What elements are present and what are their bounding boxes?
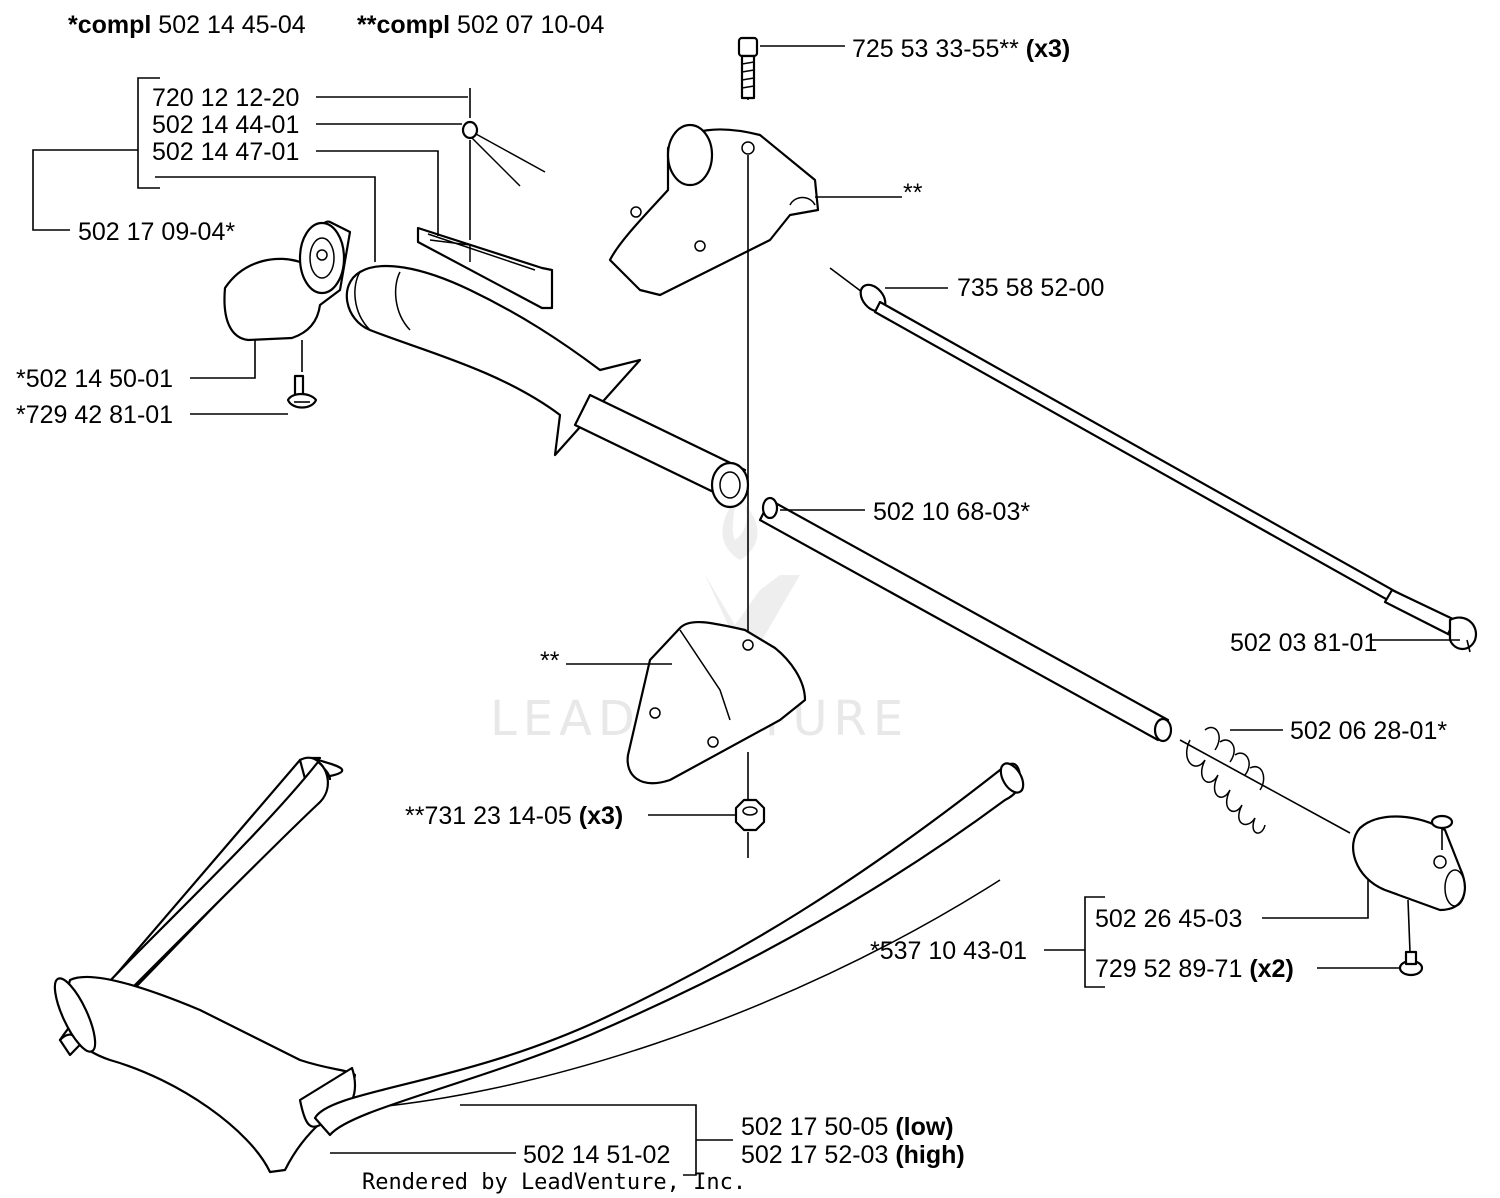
shaft-tube bbox=[758, 496, 1351, 834]
throttle-lock-parts bbox=[416, 88, 554, 310]
label-731-23-14-05[interactable]: **731 23 14-05 (x3) bbox=[405, 802, 623, 830]
label-top-clamp[interactable]: ** bbox=[903, 179, 923, 207]
handle-grip bbox=[345, 264, 750, 509]
spring bbox=[1185, 726, 1266, 834]
loop-handle bbox=[53, 756, 1025, 1174]
throttle-trigger bbox=[223, 220, 352, 409]
footer-credit: Rendered by LeadVenture, Inc. bbox=[362, 1170, 746, 1195]
compl-assembly-2: **compl 502 07 10-04 bbox=[357, 11, 604, 39]
label-537-10-43-01[interactable]: *537 10 43-01 bbox=[870, 937, 1027, 965]
label-735-58-52-00[interactable]: 735 58 52-00 bbox=[957, 274, 1104, 302]
label-502-14-44-01[interactable]: 502 14 44-01 bbox=[152, 111, 299, 139]
label-725-53-33-55[interactable]: 725 53 33-55** (x3) bbox=[852, 35, 1070, 63]
label-502-17-52-03[interactable]: 502 17 52-03 (high) bbox=[741, 1141, 965, 1169]
label-502-26-45-03[interactable]: 502 26 45-03 bbox=[1095, 905, 1242, 933]
label-502-06-28-01[interactable]: 502 06 28-01* bbox=[1290, 717, 1447, 745]
label-729-52-89-71[interactable]: 729 52 89-71 (x2) bbox=[1095, 955, 1294, 983]
compl-assembly-1: *compl 502 14 45-04 bbox=[68, 11, 306, 39]
leader-lines bbox=[32, 45, 1460, 1176]
label-729-42-81-01[interactable]: *729 42 81-01 bbox=[16, 401, 173, 429]
label-502-10-68-03[interactable]: 502 10 68-03* bbox=[873, 498, 1030, 526]
label-bottom-clamp[interactable]: ** bbox=[540, 647, 560, 675]
label-502-03-81-01[interactable]: 502 03 81-01 bbox=[1230, 629, 1377, 657]
end-fitting bbox=[1352, 814, 1466, 977]
label-502-14-47-01[interactable]: 502 14 47-01 bbox=[152, 138, 299, 166]
label-502-17-09-04[interactable]: 502 17 09-04* bbox=[78, 218, 235, 246]
label-502-17-50-05[interactable]: 502 17 50-05 (low) bbox=[741, 1113, 954, 1141]
label-502-14-50-01[interactable]: *502 14 50-01 bbox=[16, 365, 173, 393]
bottom-clamp bbox=[626, 620, 807, 858]
top-clamp bbox=[608, 36, 820, 640]
label-502-14-51-02[interactable]: 502 14 51-02 bbox=[523, 1141, 670, 1169]
drive-rod bbox=[829, 267, 1478, 653]
label-720-12-12-20[interactable]: 720 12 12-20 bbox=[152, 84, 299, 112]
